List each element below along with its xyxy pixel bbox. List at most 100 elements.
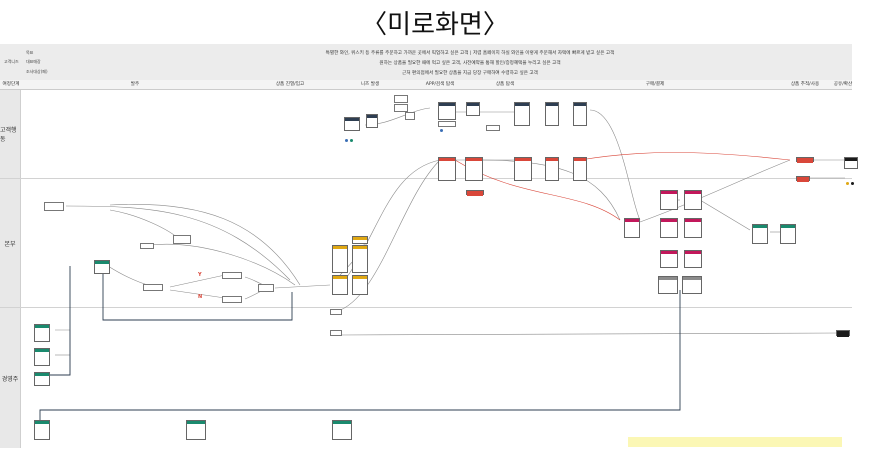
header-band: 목표 고객니즈 대표매장 조사대상(페) 특별한 와인, 위스키 등 주류를 주… <box>0 44 852 81</box>
phase-row: 여정단계 발주 상품 진열/입고 니즈 발생 APP/검색 탐색 상품 탐색 구… <box>0 80 852 90</box>
highlight-note <box>628 437 842 447</box>
lane-divider <box>0 307 852 308</box>
diagram-node <box>624 218 640 238</box>
diagram-node <box>438 121 456 127</box>
diagram-node <box>34 420 50 440</box>
connector <box>55 329 71 375</box>
diagram-node <box>466 102 480 116</box>
diagram-node <box>752 224 768 244</box>
connector <box>339 332 841 336</box>
connector <box>169 274 226 288</box>
connector <box>149 243 296 286</box>
header-line-2: 원하는 상품을 필요한 때에 먹고 싶은 고객, 사전예약을 통해 할인/증정혜… <box>379 61 561 66</box>
status-dot <box>350 139 353 142</box>
diagram-node <box>332 275 348 295</box>
header-line-3: 근처 편의점에서 필요한 상품을 지금 당장 구매하여 수령하고 싶은 고객 <box>402 71 538 76</box>
header-row-label: 고객니즈 <box>4 59 19 64</box>
diagram-node <box>143 284 163 291</box>
phase-purchase: 구매/결제 <box>645 82 665 87</box>
diagram-node <box>486 125 500 131</box>
diagram-node <box>684 250 702 268</box>
diagram-node <box>438 102 456 120</box>
phase-needs: 니즈 발생 <box>360 82 380 87</box>
diagram-node <box>545 102 559 126</box>
status-dot <box>846 182 849 185</box>
diagram-node <box>140 243 154 249</box>
diagram-node <box>94 260 110 274</box>
diagram-node <box>344 117 360 131</box>
diagram-node <box>796 176 810 182</box>
status-dot <box>440 129 443 132</box>
connector <box>589 109 641 221</box>
diagram-node <box>352 236 368 244</box>
diagram-node <box>660 218 678 238</box>
phase-share: 공유/확산 <box>833 82 853 87</box>
connector <box>274 284 331 289</box>
status-dot <box>851 182 854 185</box>
lane-customer: 고객행동 <box>0 90 21 178</box>
connector <box>639 159 791 223</box>
diagram-node <box>330 330 342 336</box>
diagram-node <box>394 95 408 103</box>
header-row-label: 조사대상(페) <box>26 69 48 74</box>
phase-product-search: 상품 탐색 <box>495 82 515 87</box>
diagram-node <box>780 224 796 244</box>
diagram-node <box>352 245 368 273</box>
phase-display: 상품 진열/입고 <box>275 82 305 87</box>
diagram-node <box>573 102 587 126</box>
connector-red <box>579 152 791 161</box>
diagram-node <box>222 296 242 303</box>
phase-order: 발주 <box>130 82 140 87</box>
page-title: 〈미로화면〉 <box>361 10 509 40</box>
diagram-node <box>465 157 483 181</box>
branch-no-mark: N <box>198 294 203 300</box>
diagram-node <box>332 420 352 440</box>
diagram-node <box>514 157 532 181</box>
diagram-node <box>352 275 368 295</box>
connector <box>65 205 291 281</box>
diagram-node <box>222 272 242 279</box>
connector <box>169 289 226 299</box>
lane-divider <box>0 178 852 179</box>
diagram-node <box>186 420 206 440</box>
diagram-node <box>258 284 274 292</box>
diagram-node <box>173 235 191 244</box>
connector <box>334 159 441 313</box>
diagram-node <box>573 157 587 181</box>
status-dot <box>345 139 348 142</box>
connector <box>699 199 751 231</box>
diagram-node <box>438 157 456 181</box>
header-row-label: 목표 <box>26 50 34 55</box>
diagram-node <box>844 157 858 169</box>
diagram-node <box>658 276 678 294</box>
diagram-node <box>836 330 850 337</box>
diagram-node <box>545 157 559 181</box>
diagram-node <box>660 250 678 268</box>
diagram-node <box>514 102 530 126</box>
diagram-node <box>394 104 408 112</box>
diagram-node <box>34 348 50 366</box>
diagram-node <box>466 190 484 196</box>
lane-owner: 경영주 <box>0 308 21 448</box>
diagram-node <box>684 218 702 238</box>
diagram-node <box>330 309 342 315</box>
connector <box>479 159 621 221</box>
phase-tracking: 상품 추적/사용 <box>790 82 820 87</box>
diagram-node <box>332 245 348 273</box>
connector-navy <box>102 272 293 321</box>
diagram-node <box>44 202 64 211</box>
diagram-node <box>660 190 678 210</box>
diagram-node <box>366 114 378 128</box>
lane-hq: 본부 <box>0 179 21 307</box>
phase-app-search: APP/검색 탐색 <box>425 82 455 87</box>
diagram-node <box>405 112 415 120</box>
connector <box>109 204 301 286</box>
diagram-node <box>34 372 50 386</box>
diagram-node <box>682 276 702 294</box>
connector <box>109 209 181 241</box>
header-line-1: 특별한 와인, 위스키 등 주류를 주문하고 가까운 곳에서 픽업하고 싶은 고… <box>325 51 615 56</box>
diagram-node <box>684 190 702 210</box>
connector-navy <box>39 290 681 425</box>
header-row-label: 대표매장 <box>26 59 41 64</box>
